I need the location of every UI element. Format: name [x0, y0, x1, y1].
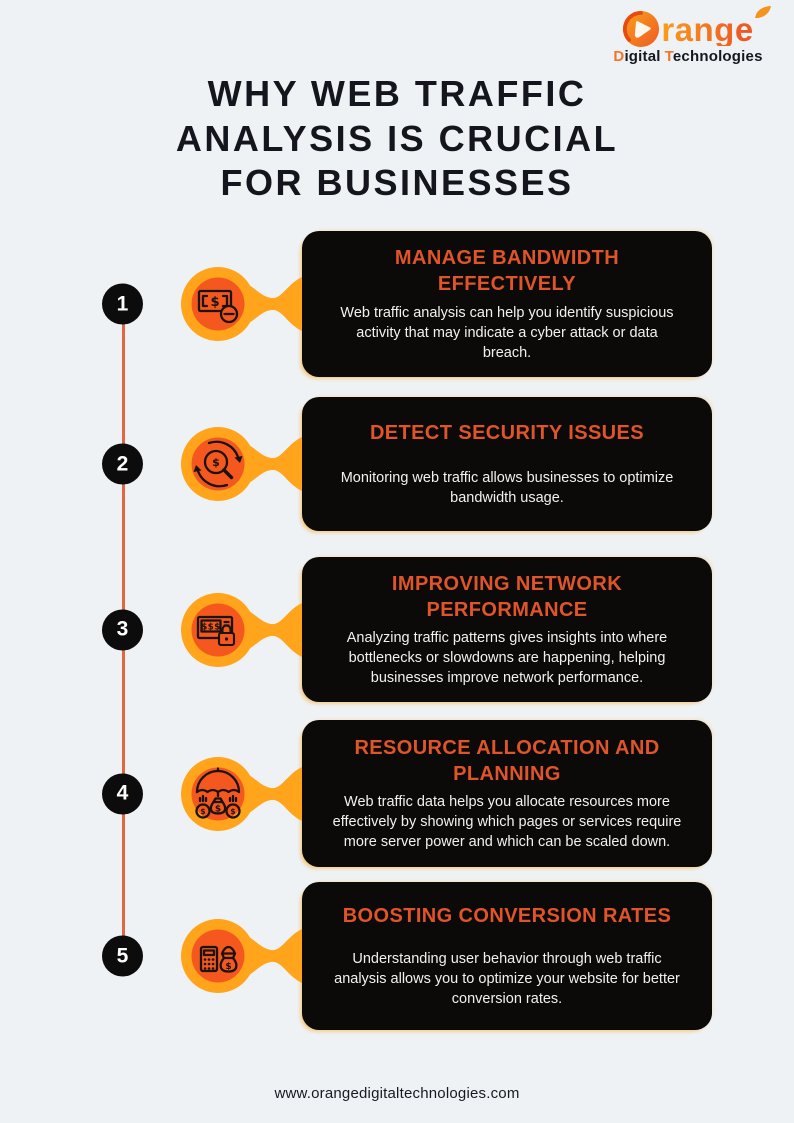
step-number: 2	[116, 452, 129, 475]
brand-logo-row: range	[598, 6, 778, 48]
card-title: RESOURCE ALLOCATION AND PLANNING	[354, 736, 660, 785]
step-number-badge: 3	[102, 609, 143, 650]
brand-name-rest: range	[661, 10, 754, 48]
svg-text:$: $	[210, 295, 219, 310]
svg-text:$$$: $$$	[201, 622, 220, 632]
brand-name: range	[661, 13, 753, 46]
banknote-minus-icon: $	[181, 267, 302, 341]
info-card: IMPROVING NETWORK PERFORMANCE Analyzing …	[302, 557, 712, 702]
timeline-item: 3 $$$ IMPROVING NETWORK PERFORMANCE Anal…	[0, 557, 794, 702]
timeline-item: 2 $ DETECT SECURITY ISSUES Monitoring we…	[0, 397, 794, 531]
orange-logo-mark	[623, 10, 660, 48]
umbrella-money-icon: $ $ $	[181, 756, 302, 831]
step-number: 4	[116, 781, 129, 805]
page-title-line: WHY WEB TRAFFIC	[207, 73, 587, 114]
timeline-item: 4 $ $ $ RESOURCE ALLOCATION AND PLANNING…	[0, 720, 794, 867]
brand-tagline-word: Digital	[613, 48, 661, 65]
info-card: BOOSTING CONVERSION RATES Understanding …	[302, 882, 712, 1030]
svg-text:$: $	[230, 807, 235, 816]
svg-text:$: $	[215, 804, 221, 814]
timeline-item: 1 $ MANAGE BANDWIDTH EFFECTIVELY Web tra…	[0, 231, 794, 377]
card-description: Monitoring web traffic allows businesses…	[340, 469, 674, 506]
step-number-badge: 4	[102, 773, 143, 814]
info-card: DETECT SECURITY ISSUES Monitoring web tr…	[302, 397, 712, 531]
brand-tagline-word: Technologies	[664, 48, 763, 65]
step-number: 3	[116, 617, 129, 641]
svg-text:$: $	[212, 456, 220, 469]
step-number-badge: 2	[102, 443, 143, 485]
timeline-item: 5 $ BOOSTING CONVERSION RATES Understand…	[0, 882, 794, 1030]
card-description: Analyzing traffic patterns gives insight…	[346, 629, 668, 687]
step-number-badge: 5	[102, 935, 143, 977]
card-description: Understanding user behavior through web …	[334, 950, 680, 1008]
website-url: www.orangedigitaltechnologies.com	[274, 1085, 520, 1102]
page-title-line: FOR BUSINESSES	[220, 162, 574, 204]
card-title: MANAGE BANDWIDTH EFFECTIVELY	[394, 246, 620, 295]
card-title: IMPROVING NETWORK PERFORMANCE	[391, 572, 623, 621]
card-title: BOOSTING CONVERSION RATES	[342, 904, 672, 927]
search-dollar-icon: $	[181, 427, 302, 501]
secure-payment-lock-icon: $$$	[181, 592, 302, 667]
calculator-money-bag-icon: $	[181, 919, 302, 993]
card-description: Web traffic data helps you allocate reso…	[332, 793, 682, 851]
footer: www.orangedigitaltechnologies.com	[0, 1085, 794, 1103]
page-title-line: ANALYSIS IS CRUCIAL	[175, 117, 619, 159]
svg-text:$: $	[200, 807, 205, 816]
card-description: Web traffic analysis can help you identi…	[340, 304, 674, 362]
leaf-icon	[755, 6, 771, 18]
card-title: DETECT SECURITY ISSUES	[369, 421, 645, 444]
step-number: 1	[116, 292, 129, 315]
step-number: 5	[116, 944, 129, 967]
step-number-badge: 1	[102, 283, 143, 325]
info-card: MANAGE BANDWIDTH EFFECTIVELY Web traffic…	[302, 231, 712, 377]
page-title: WHY WEB TRAFFIC ANALYSIS IS CRUCIAL FOR …	[0, 72, 794, 206]
info-card: RESOURCE ALLOCATION AND PLANNING Web tra…	[302, 720, 712, 867]
svg-text:$: $	[225, 962, 231, 972]
